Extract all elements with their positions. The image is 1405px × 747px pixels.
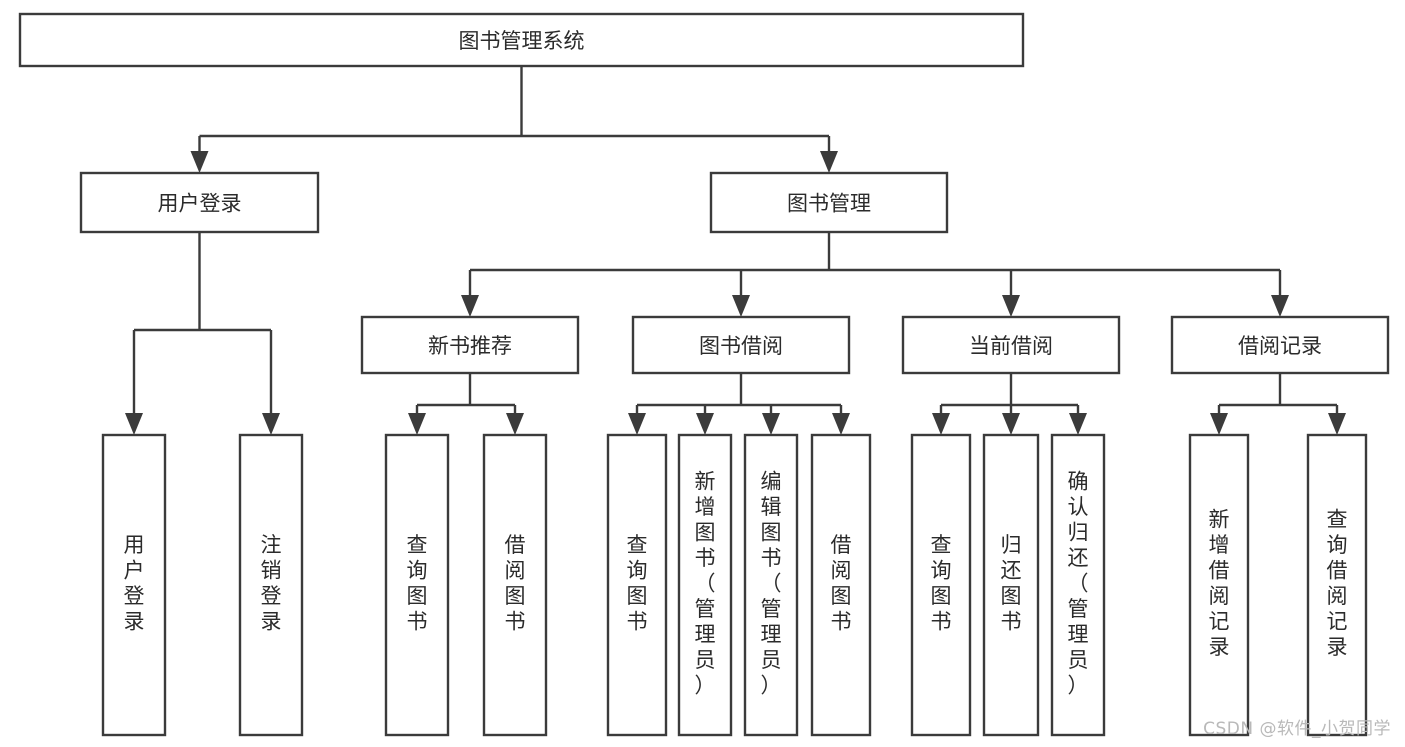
node-book-borrow[interactable]: 图书借阅 [631,315,851,375]
node-leaf-edit-book-box [743,433,799,737]
node-borrow-record-box [1170,315,1390,375]
node-leaf-query-record-box [1306,433,1368,737]
node-current-borrow-label: 当前借阅 [969,334,1053,358]
node-leaf-confirm-return-box [1050,433,1106,737]
node-book-manage-box [709,171,949,234]
node-leaf-query-book-cur-label: 查询图书 [931,533,952,634]
node-leaf-add-book[interactable]: 新增图书（管理员） [677,433,733,737]
node-leaf-add-record[interactable]: 新增借阅记录 [1188,433,1250,737]
node-borrow-record-label: 借阅记录 [1238,334,1322,358]
node-leaf-confirm-return[interactable]: 确认归还（管理员） [1050,433,1106,737]
node-leaf-user-logout[interactable]: 注销登录 [238,433,304,737]
current-borrow-to-leaves-arrow-0 [932,413,950,435]
node-leaf-user-login-box [101,433,167,737]
node-leaf-query-book-cur-box [910,433,972,737]
node-leaf-user-logout-box [238,433,304,737]
node-leaf-borrow-book-rec-box [482,433,548,737]
node-leaf-borrow-book-bor[interactable]: 借阅图书 [810,433,872,737]
book-borrow-to-leaves-arrow-2 [762,413,780,435]
userlogin-to-leaves-arrow-1 [262,413,280,435]
node-leaf-user-logout-label: 注销登录 [261,533,282,634]
node-leaf-return-book[interactable]: 归还图书 [982,433,1040,737]
current-borrow-to-leaves-arrow-2 [1069,413,1087,435]
new-book-rec-to-leaves-arrow-1 [506,413,524,435]
node-leaf-query-book-rec-label: 查询图书 [407,533,428,634]
node-leaf-borrow-book-rec-label: 借阅图书 [505,533,526,634]
node-leaf-add-book-box [677,433,733,737]
node-leaf-borrow-book-bor-label: 借阅图书 [831,533,852,634]
node-leaf-add-book-label: 新增图书（管理员） [695,469,716,697]
node-leaf-query-book-rec[interactable]: 查询图书 [384,433,450,737]
node-leaf-confirm-return-label: 确认归还（管理员） [1068,469,1089,697]
node-leaf-add-record-label: 新增借阅记录 [1209,508,1230,660]
node-leaf-query-book-bor-label: 查询图书 [627,533,648,634]
node-book-borrow-box [631,315,851,375]
node-leaf-query-book-rec-box [384,433,450,737]
bookmanage-to-level3-arrow-1 [732,295,750,317]
userlogin-to-leaves-arrow-0 [125,413,143,435]
node-leaf-user-login-label: 用户登录 [124,533,145,634]
node-root[interactable]: 图书管理系统 [18,12,1025,68]
node-current-borrow-box [901,315,1121,375]
connector-lines [125,66,1346,435]
bookmanage-to-level3-arrow-2 [1002,295,1020,317]
book-borrow-to-leaves-arrow-3 [832,413,850,435]
node-leaf-borrow-book-bor-box [810,433,872,737]
node-new-book-rec[interactable]: 新书推荐 [360,315,580,375]
node-book-borrow-label: 图书借阅 [699,334,783,358]
node-new-book-rec-box [360,315,580,375]
current-borrow-to-leaves-arrow-1 [1002,413,1020,435]
borrow-record-to-leaves-arrow-0 [1210,413,1228,435]
node-leaf-query-book-bor-box [606,433,668,737]
borrow-record-to-leaves-arrow-1 [1328,413,1346,435]
watermark-text: CSDN @软件_小贺同学 [1203,719,1391,739]
book-borrow-to-leaves-arrow-1 [696,413,714,435]
node-book-manage[interactable]: 图书管理 [709,171,949,234]
node-leaf-edit-book[interactable]: 编辑图书（管理员） [743,433,799,737]
node-root-label: 图书管理系统 [459,29,585,53]
node-leaf-query-book-bor[interactable]: 查询图书 [606,433,668,737]
root-to-level2-arrow-1 [820,151,838,173]
node-leaf-add-record-box [1188,433,1250,737]
node-leaf-query-book-cur[interactable]: 查询图书 [910,433,972,737]
bookmanage-to-level3-arrow-0 [461,295,479,317]
node-user-login[interactable]: 用户登录 [79,171,320,234]
root-to-level2-arrow-0 [190,151,209,173]
node-user-login-box [79,171,320,234]
bookmanage-to-level3-arrow-3 [1271,295,1289,317]
node-leaf-query-record[interactable]: 查询借阅记录 [1306,433,1368,737]
node-leaf-return-book-box [982,433,1040,737]
node-leaf-query-record-label: 查询借阅记录 [1327,508,1348,660]
node-new-book-rec-label: 新书推荐 [428,334,512,358]
node-user-login-label: 用户登录 [158,192,242,216]
node-boxes: 图书管理系统用户登录图书管理新书推荐图书借阅当前借阅借阅记录用户登录注销登录查询… [18,12,1390,737]
node-leaf-edit-book-label: 编辑图书（管理员） [761,469,782,697]
new-book-rec-to-leaves-arrow-0 [408,413,426,435]
node-book-manage-label: 图书管理 [787,192,871,216]
node-borrow-record[interactable]: 借阅记录 [1170,315,1390,375]
node-leaf-user-login[interactable]: 用户登录 [101,433,167,737]
node-leaf-borrow-book-rec[interactable]: 借阅图书 [482,433,548,737]
node-current-borrow[interactable]: 当前借阅 [901,315,1121,375]
node-root-box [18,12,1025,68]
node-leaf-return-book-label: 归还图书 [1001,533,1022,634]
book-borrow-to-leaves-arrow-0 [628,413,646,435]
